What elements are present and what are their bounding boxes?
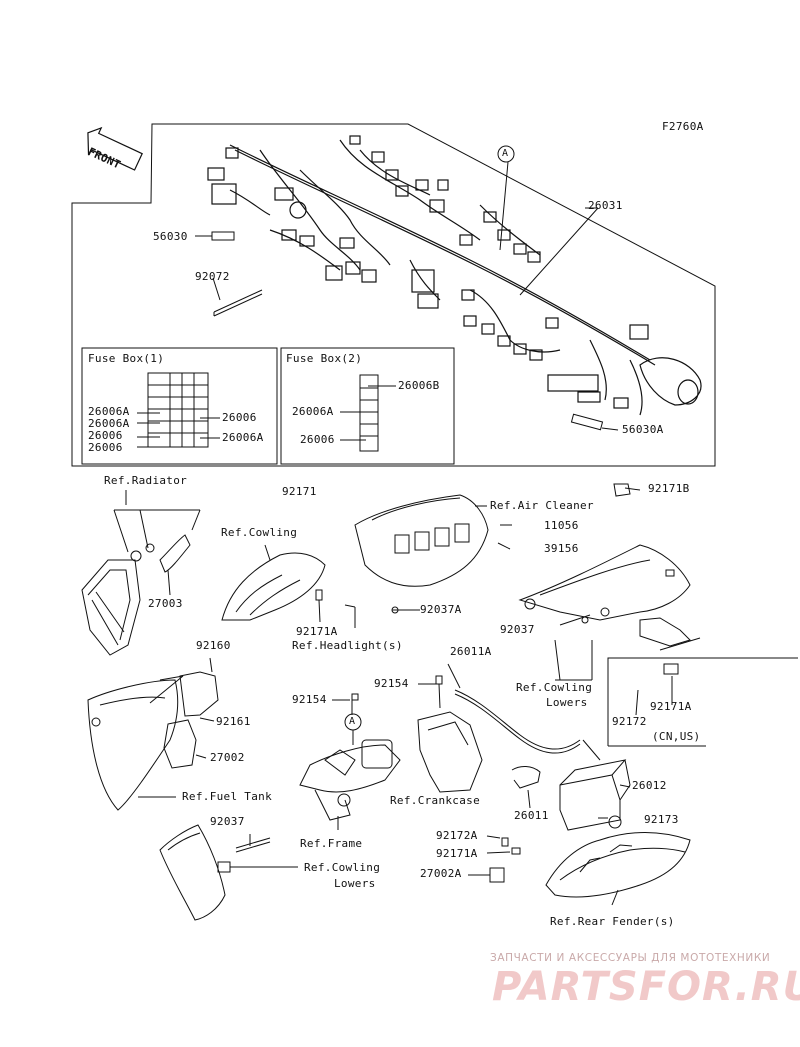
part-92161-label: 92161: [216, 715, 251, 728]
cowling-lowers-drawing: [159, 824, 298, 921]
watermark-tagline: ЗАПЧАСТИ И АКСЕССУАРЫ ДЛЯ МОТОТЕХНИКИ: [490, 952, 771, 964]
fuse-box-2-top-label: 26006B: [398, 379, 440, 392]
part-39156-label: 39156: [544, 542, 579, 555]
part-92037-mid-label: 92037: [500, 623, 535, 636]
fuse-box-1-left-label: 26006: [88, 441, 123, 454]
radiator-drawing: [81, 490, 201, 656]
fuse-box-2-left-label: 26006A: [292, 405, 334, 418]
frame-drawing: [299, 693, 401, 830]
ref-headlight: Ref.Headlight(s): [292, 639, 403, 652]
callout-a-top: A: [502, 148, 509, 159]
fuse-box-1-title: Fuse Box(1): [88, 352, 165, 365]
battery-drawing: [559, 759, 631, 831]
part-56030a-drawing: [570, 413, 604, 431]
crankcase-drawing: [417, 663, 601, 793]
part-92173-label: 92173: [644, 813, 679, 826]
headlight-assembly-drawing: [518, 483, 701, 681]
part-27003-label: 27003: [148, 597, 183, 610]
small-clips-drawing: [468, 835, 521, 883]
part-56030a-label: 56030A: [622, 423, 664, 436]
part-11056-label: 11056: [544, 519, 579, 532]
ref-air-cleaner: Ref.Air Cleaner: [490, 499, 594, 512]
ref-cn-us: (CN,US): [652, 730, 701, 743]
ref-crankcase: Ref.Crankcase: [390, 794, 480, 807]
ref-fuel-tank: Ref.Fuel Tank: [182, 790, 272, 803]
fuse-box-2-frame: [280, 347, 455, 465]
ref-cowling-lowers-bottom-1: Ref.Cowling: [304, 861, 381, 874]
part-26011a-label: 26011A: [450, 645, 492, 658]
ref-cowling: Ref.Cowling: [221, 526, 298, 539]
rear-fender-drawing: [545, 815, 691, 906]
wiring-harness-drawing: [207, 135, 702, 416]
fuse-box-2-left-label: 26006: [300, 433, 335, 446]
part-92154-right-label: 92154: [374, 677, 409, 690]
part-92072-tie-drawing: [213, 289, 263, 317]
ref-cowling-lowers-right-2: Lowers: [546, 696, 588, 709]
part-92172a-label: 92172A: [436, 829, 478, 842]
part-56030-drawing: [211, 231, 235, 241]
ref-frame: Ref.Frame: [300, 837, 363, 850]
ref-cowling-lowers-bottom-2: Lowers: [334, 877, 376, 890]
part-56030-label: 56030: [153, 230, 188, 243]
part-92171b-label: 92171B: [648, 482, 690, 495]
part-26031-label: 26031: [588, 199, 623, 212]
fuse-box-1-grid: [137, 372, 220, 448]
fuse-box-1-left-label: 26006A: [88, 417, 130, 430]
fuel-tank-fairing-drawing: [87, 657, 219, 811]
fuse-box-1-left-label: 26006: [88, 429, 123, 442]
air-cleaner-drawing: [354, 494, 512, 614]
part-92154-left-label: 92154: [292, 693, 327, 706]
cowling-drawing: [221, 544, 356, 628]
fuse-box-1-frame: [81, 347, 278, 465]
part-92172-right-label: 92172: [612, 715, 647, 728]
fuse-box-1-left-label: 26006A: [88, 405, 130, 418]
part-92171a-mid-label: 92171A: [296, 625, 338, 638]
callout-a-circle-top: [497, 145, 515, 163]
part-26011-label: 26011: [514, 809, 549, 822]
ref-cowling-lowers-right-1: Ref.Cowling: [516, 681, 593, 694]
fuse-box-2-title: Fuse Box(2): [286, 352, 363, 365]
fuse-box-2-grid: [340, 374, 396, 452]
ref-rear-fender: Ref.Rear Fender(s): [550, 915, 675, 928]
front-arrow-icon: [87, 126, 143, 171]
cable-26011-drawing: [511, 766, 541, 789]
part-92160-label: 92160: [196, 639, 231, 652]
watermark-logo: PARTSFOR.RU: [492, 964, 800, 1010]
callout-a-bottom: A: [349, 716, 356, 727]
part-92171-top-label: 92171: [282, 485, 317, 498]
part-27002-label: 27002: [210, 751, 245, 764]
fuse-box-1-right-label: 26006: [222, 411, 257, 424]
part-27002a-label: 27002A: [420, 867, 462, 880]
ref-radiator: Ref.Radiator: [104, 474, 188, 487]
part-92171a-right-label: 92171A: [650, 700, 692, 713]
part-92072-label: 92072: [195, 270, 230, 283]
part-92171a-bottom-label: 92171A: [436, 847, 478, 860]
fuse-box-1-right-label: 26006A: [222, 431, 264, 444]
main-frame-outline: [71, 123, 716, 467]
part-26012-label: 26012: [632, 779, 667, 792]
part-92037a-label: 92037A: [420, 603, 462, 616]
figure-code: F2760A: [662, 120, 704, 133]
part-92037-bottom-label: 92037: [210, 815, 245, 828]
cn-us-box: [607, 657, 798, 746]
